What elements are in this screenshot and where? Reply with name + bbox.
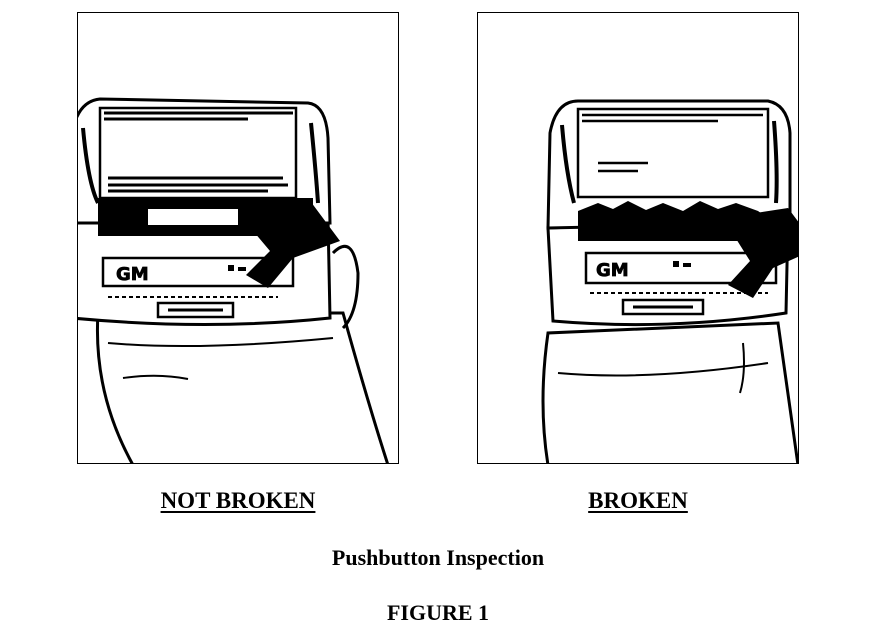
pushbutton-cap (98, 106, 298, 200)
hand-shape (541, 321, 798, 463)
pushbutton-intact-drawing: GM (78, 97, 389, 463)
pushbutton-cap (576, 107, 770, 199)
gm-badge: GM (116, 264, 149, 285)
figure-number: FIGURE 1 (386, 600, 490, 625)
figure-title: Pushbutton Inspection (331, 545, 545, 570)
hand-shape (95, 311, 389, 463)
gm-badge: GM (596, 260, 629, 281)
caption-broken: BROKEN (588, 488, 688, 513)
caption-not-broken: NOT BROKEN (160, 488, 316, 513)
illustration-not-broken: GM (77, 12, 399, 464)
arrow-indicator (723, 208, 798, 298)
latch-broken (578, 201, 768, 241)
pushbutton-broken-drawing: GM (541, 99, 798, 463)
arrow-indicator (238, 198, 340, 288)
illustration-broken: GM (477, 12, 799, 464)
